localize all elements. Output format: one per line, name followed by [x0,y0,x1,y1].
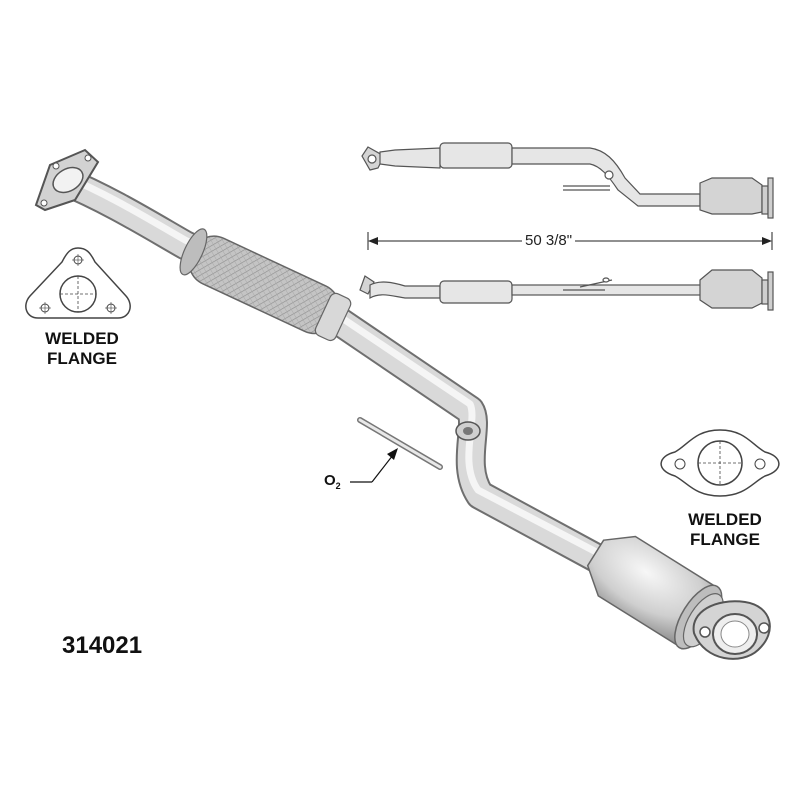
left-flange-label-line1: WELDED [45,329,119,348]
side-view-bottom [359,269,774,311]
overall-length-label: 50 3/8" [522,232,576,249]
o2-sensor-boss [455,421,481,441]
left-flange-label: WELDED FLANGE [32,329,132,369]
flex-pipe [179,228,352,342]
o2-sensor-label: O2 [324,472,341,491]
main-exhaust-assembly [34,148,771,660]
side-view-top [361,142,774,219]
right-flange-label-line1: WELDED [688,510,762,529]
o2-leader [350,448,398,483]
triangle-flange-icon [25,247,131,319]
right-flange-label: WELDED FLANGE [670,510,780,550]
o2-label-sub: 2 [335,481,341,491]
part-number: 314021 [62,632,143,659]
left-flange-label-line2: FLANGE [47,349,117,368]
oval-flange-icon [660,429,780,497]
right-flange-label-line2: FLANGE [690,530,760,549]
o2-label-main: O [324,472,336,489]
outlet-flange [692,600,771,660]
inlet-flange [34,148,100,212]
